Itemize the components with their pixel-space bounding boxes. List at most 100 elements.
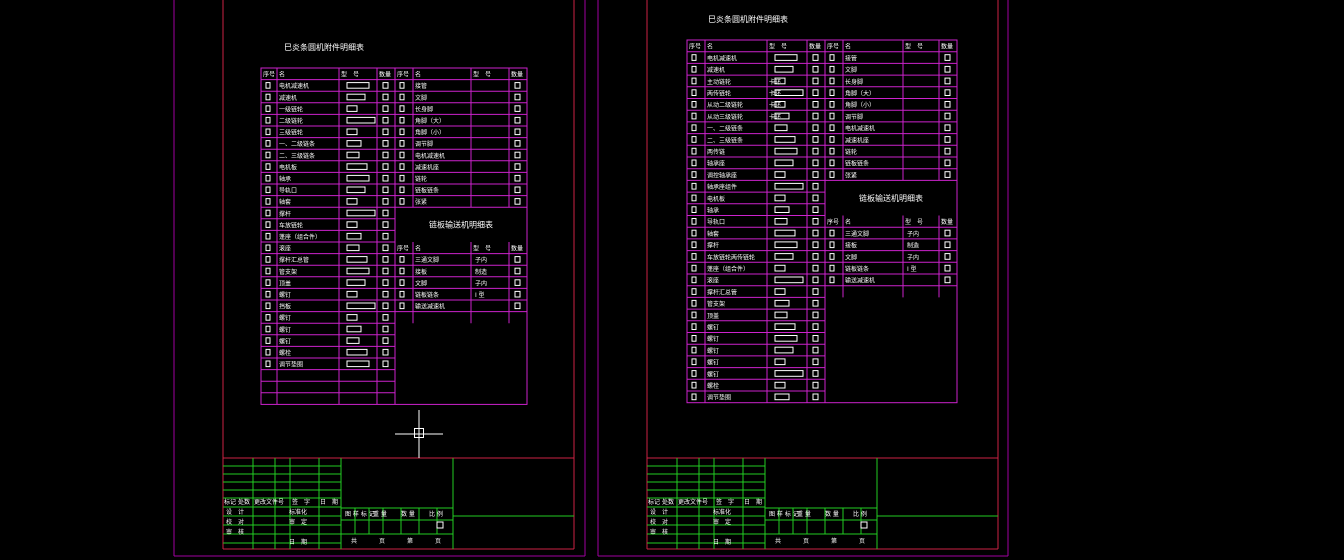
part-spec: 子内 [907, 253, 919, 261]
qty-box [382, 128, 389, 136]
row-number-box [265, 279, 271, 286]
row-number-box [829, 89, 835, 97]
qty-box [812, 288, 819, 295]
part-name: 螺栓 [279, 349, 291, 357]
row-number-box [399, 93, 405, 101]
qty-box [514, 256, 521, 263]
spec-placeholder-box [774, 206, 790, 214]
row-number-box [691, 264, 697, 272]
part-name: 电机减速机 [279, 82, 309, 90]
part-name: 滚座 [279, 245, 291, 253]
part-name: 调控轴承座 [707, 171, 737, 179]
part-name: 两传链轮 [707, 90, 731, 98]
part-name: 电机减速机 [707, 54, 737, 62]
spec-placeholder-box [346, 360, 370, 368]
spec-placeholder-box [774, 159, 794, 167]
row-number-box [691, 323, 697, 330]
row-number-box [829, 241, 835, 249]
row-number-box [691, 77, 697, 85]
part-spec: 子内 [475, 279, 487, 287]
qty-box [514, 186, 521, 194]
qty-box [812, 159, 819, 167]
qty-box [812, 136, 819, 143]
row-number-box [691, 171, 697, 178]
row-number-box [399, 256, 405, 263]
row-number-box [265, 267, 271, 275]
part-name: 三通文脚 [415, 256, 439, 264]
part-name: 张紧 [415, 198, 427, 206]
table-header-cell: 序号 [689, 43, 701, 51]
qty-box [382, 163, 389, 170]
row-number-box [691, 346, 697, 354]
part-name: 从动二级链轮 [707, 101, 743, 109]
part-name: 蓬座（组合件） [279, 233, 321, 241]
qty-box [382, 279, 389, 286]
part-name: 输送减速机 [845, 277, 875, 285]
part-name: 调节垫圈 [707, 394, 731, 402]
part-name: 减速机座 [415, 163, 439, 171]
row-number-box [691, 124, 697, 132]
row-number-box [265, 209, 271, 217]
spec-placeholder-box [774, 89, 804, 97]
part-name: 长身脚 [845, 78, 863, 86]
row-number-box [399, 186, 405, 194]
row-number-box [691, 65, 697, 73]
row-number-box [399, 163, 405, 170]
table-header-cell: 型 号 [341, 71, 359, 79]
row-number-box [265, 151, 271, 159]
spec-placeholder-box [346, 267, 370, 275]
row-number-box [399, 290, 405, 298]
part-name: 电机减速机 [845, 125, 875, 133]
tb-header-label: 标记 [224, 498, 236, 506]
qty-box [514, 290, 521, 298]
qty-box [812, 77, 819, 85]
qty-box [812, 299, 819, 307]
table-subheader-cell: 型 号 [905, 218, 923, 226]
row-number-box [829, 276, 835, 284]
part-name: 调节垫圈 [279, 361, 303, 369]
tb-sheet-label: 共 [351, 537, 357, 545]
qty-box [812, 370, 819, 377]
tb-sheet-label: 页 [435, 538, 441, 545]
tb-header-label: 更改文件号 [254, 498, 284, 506]
row-number-box [829, 171, 835, 178]
qty-box [382, 151, 389, 159]
part-name: 主动链轮 [707, 78, 731, 86]
row-number-box [691, 112, 697, 120]
tb-sheet-label: 共 [775, 537, 781, 545]
tb-header-label: 签 字 [716, 498, 734, 506]
qty-box [382, 256, 389, 263]
row-number-box [691, 159, 697, 167]
row-number-box [829, 101, 835, 108]
tb-role-label: 审 核 [650, 528, 668, 536]
part-name: 管支架 [279, 268, 297, 276]
sheet-left: 巳炎条圆机附件明细表序号名型 号数量序号名型 号数量序号名型 号数量链板输送机明… [223, 42, 574, 549]
qty-box [812, 381, 819, 389]
part-spec: 制造 [475, 268, 487, 276]
tb-role-label: 标准化 [713, 508, 731, 516]
tb-sheet-label: 第 [407, 537, 413, 545]
part-name: 撑杆 [707, 242, 719, 250]
part-spec: 卡环 [769, 90, 781, 98]
part-name: 一级链轮 [279, 105, 303, 113]
part-name: 从动三级链轮 [707, 113, 743, 121]
row-number-box [399, 151, 405, 159]
table-subheader-cell: 型 号 [473, 245, 491, 253]
spec-placeholder-box [774, 112, 790, 120]
table-subheader-cell: 数量 [511, 245, 523, 253]
qty-box [382, 209, 389, 217]
row-number-box [829, 136, 835, 143]
part-name: 角脚（小） [415, 129, 445, 137]
row-number-box [265, 128, 271, 136]
qty-box [812, 218, 819, 225]
spec-placeholder-box [346, 128, 358, 136]
qty-box [812, 89, 819, 97]
part-name: 角脚（小） [845, 101, 875, 109]
table-header-cell: 数量 [379, 71, 391, 79]
part-spec: I 型 [475, 291, 485, 299]
qty-box [812, 54, 819, 61]
table-header-cell: 名 [845, 43, 851, 51]
part-spec: I 型 [907, 265, 917, 273]
qty-box [514, 93, 521, 101]
